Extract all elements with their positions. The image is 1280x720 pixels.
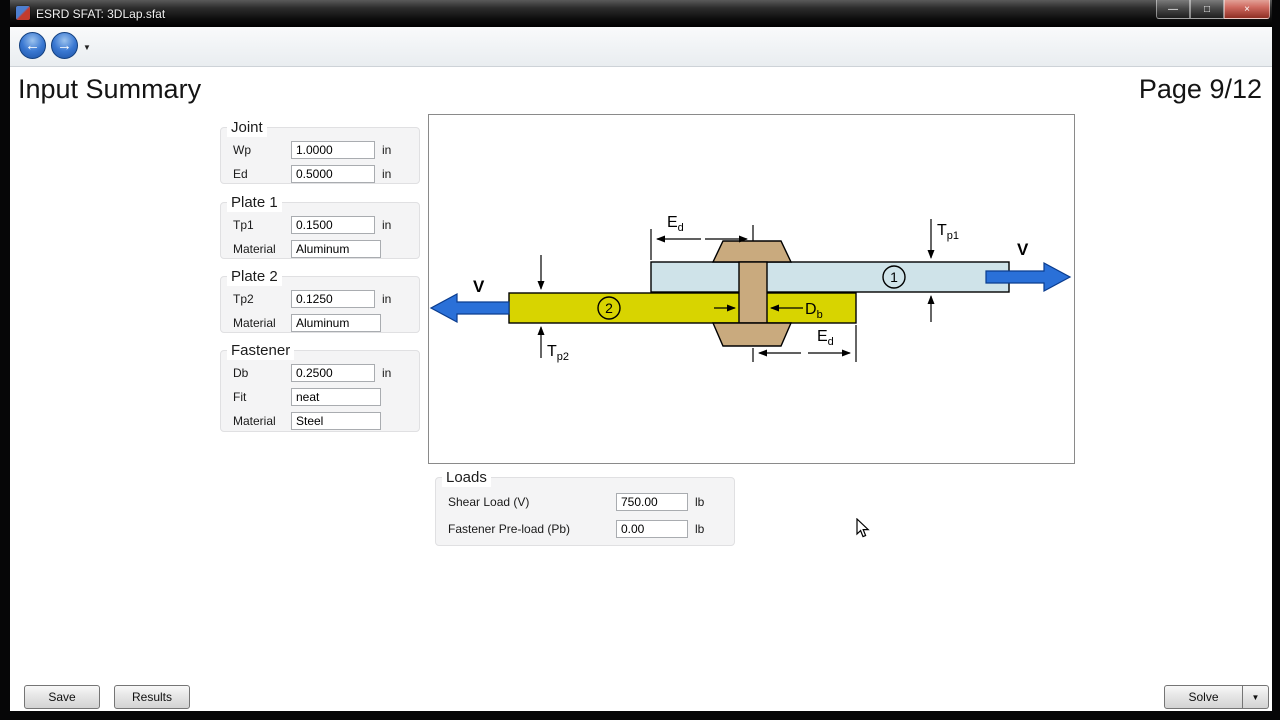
fastener-material-input[interactable] (291, 412, 381, 430)
group-plate1-title: Plate 1 (227, 193, 282, 212)
results-button[interactable]: Results (114, 685, 190, 709)
v-left-arrow (431, 294, 509, 322)
db-unit: in (382, 366, 391, 380)
joint-diagram-panel: Ed Tp1 Tp2 Db Ed V V (428, 114, 1075, 464)
plate1-material-input[interactable] (291, 240, 381, 258)
preload-label: Fastener Pre-load (Pb) (448, 522, 616, 536)
plate2-material-input[interactable] (291, 314, 381, 332)
ed-input[interactable] (291, 165, 375, 183)
plate1-number: 1 (890, 269, 898, 285)
field-db: Db in (233, 363, 413, 382)
field-ed: Ed in (233, 164, 413, 183)
window-title: ESRD SFAT: 3DLap.sfat (36, 7, 165, 21)
fastener-material-label: Material (233, 414, 291, 428)
tp2-input[interactable] (291, 290, 375, 308)
mouse-cursor (856, 518, 870, 538)
group-plate1: Plate 1 Tp1 in Material (220, 202, 420, 259)
page-indicator: Page 9/12 (1139, 74, 1262, 105)
plate1-shape (651, 262, 1009, 292)
joint-diagram: Ed Tp1 Tp2 Db Ed V V (429, 115, 1074, 463)
nav-toolbar: ← → ▼ (10, 27, 1272, 67)
tp1-dim-label: Tp1 (937, 222, 959, 242)
ed-top-label: Ed (667, 214, 684, 234)
plate2-number: 2 (605, 300, 613, 316)
group-joint: Joint Wp in Ed in (220, 127, 420, 184)
group-joint-title: Joint (227, 118, 267, 137)
plate1-material-label: Material (233, 242, 291, 256)
v-right-label: V (1017, 240, 1029, 259)
field-tp2: Tp2 in (233, 289, 413, 308)
tp2-dim-label: Tp2 (547, 343, 569, 363)
forward-icon: → (57, 37, 72, 54)
wp-unit: in (382, 143, 391, 157)
ed-label: Ed (233, 167, 291, 181)
nav-dropdown-icon[interactable]: ▼ (83, 43, 91, 52)
window-controls: — □ × (1156, 0, 1270, 19)
fit-label: Fit (233, 390, 291, 404)
tp1-input[interactable] (291, 216, 375, 234)
v-left-label: V (473, 277, 485, 296)
solve-dropdown-button[interactable]: ▼ (1243, 685, 1269, 709)
db-label: Db (233, 366, 291, 380)
solve-button[interactable]: Solve (1164, 685, 1243, 709)
group-fastener-title: Fastener (227, 341, 294, 360)
back-button[interactable]: ← (19, 32, 46, 59)
shear-load-unit: lb (695, 495, 704, 509)
save-button[interactable]: Save (24, 685, 100, 709)
field-preload: Fastener Pre-load (Pb) lb (448, 519, 728, 538)
ed-unit: in (382, 167, 391, 181)
preload-input[interactable] (616, 520, 688, 538)
tp2-label: Tp2 (233, 292, 291, 306)
tp1-label: Tp1 (233, 218, 291, 232)
tp1-unit: in (382, 218, 391, 232)
field-shear-load: Shear Load (V) lb (448, 492, 728, 511)
shear-load-input[interactable] (616, 493, 688, 511)
shear-load-label: Shear Load (V) (448, 495, 616, 509)
field-plate1-material: Material (233, 239, 413, 258)
wp-input[interactable] (291, 141, 375, 159)
minimize-button[interactable]: — (1156, 0, 1190, 19)
wp-label: Wp (233, 143, 291, 157)
plate2-shape (509, 293, 856, 323)
back-icon: ← (25, 37, 40, 54)
group-loads: Loads Shear Load (V) lb Fastener Pre-loa… (435, 477, 735, 546)
group-plate2: Plate 2 Tp2 in Material (220, 276, 420, 333)
plate2-material-label: Material (233, 316, 291, 330)
ed-bottom-label: Ed (817, 328, 834, 348)
group-fastener: Fastener Db in Fit Material (220, 350, 420, 432)
field-fastener-material: Material (233, 411, 413, 430)
titlebar[interactable]: ESRD SFAT: 3DLap.sfat — □ × (10, 0, 1272, 27)
fit-input[interactable] (291, 388, 381, 406)
preload-unit: lb (695, 522, 704, 536)
app-window: ESRD SFAT: 3DLap.sfat — □ × ← → ▼ Input … (10, 0, 1272, 711)
forward-button[interactable]: → (51, 32, 78, 59)
db-input[interactable] (291, 364, 375, 382)
field-fit: Fit (233, 387, 413, 406)
maximize-button[interactable]: □ (1190, 0, 1224, 19)
group-plate2-title: Plate 2 (227, 267, 282, 286)
close-button[interactable]: × (1224, 0, 1270, 19)
field-plate2-material: Material (233, 313, 413, 332)
field-wp: Wp in (233, 140, 413, 159)
page-title: Input Summary (18, 74, 201, 105)
field-tp1: Tp1 in (233, 215, 413, 234)
group-loads-title: Loads (442, 468, 491, 487)
tp2-unit: in (382, 292, 391, 306)
app-icon (16, 6, 30, 20)
